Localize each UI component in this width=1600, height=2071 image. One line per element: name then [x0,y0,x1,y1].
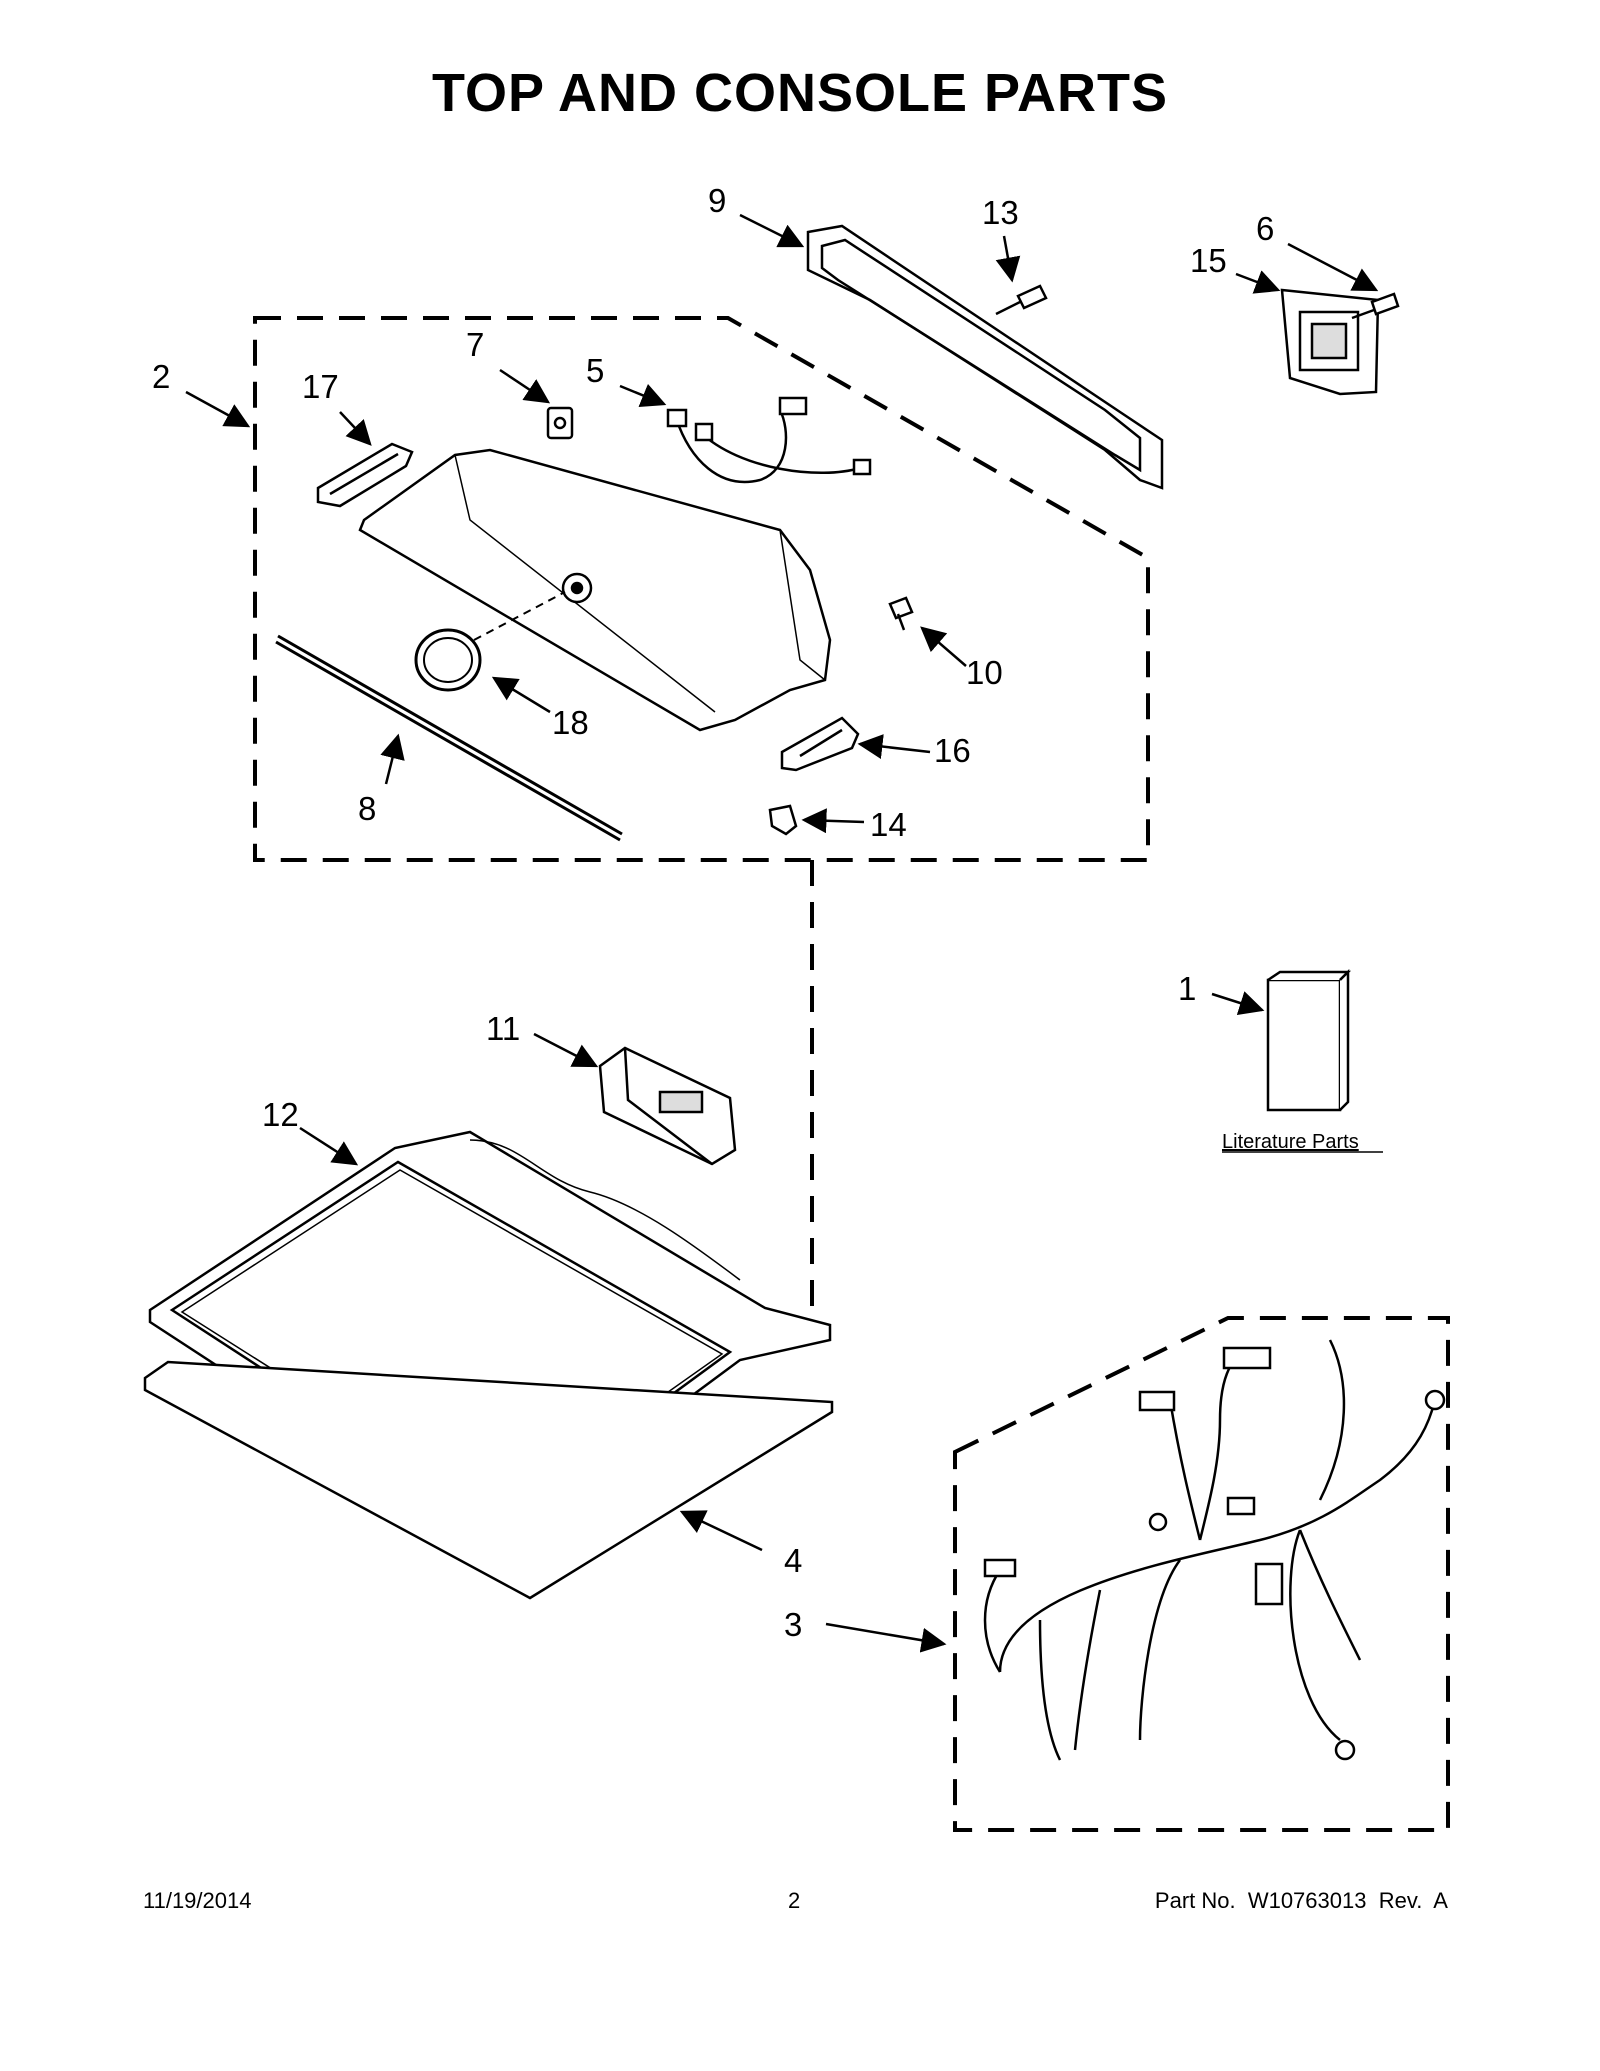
callout-12: 12 [262,1096,299,1133]
control-board-11 [598,1046,737,1166]
callout-1: 1 [1178,970,1196,1007]
bracket-17 [316,442,414,508]
wiring-5 [666,396,872,484]
console-group-outline [253,316,1150,862]
console-back-panel [806,224,1164,490]
footer-page-number: 2 [788,1888,801,1913]
callout-7: 7 [466,326,484,363]
callout-14: 14 [870,806,907,843]
bracket-15 [1280,288,1380,396]
knob-ring-18 [414,591,566,692]
clip-14 [768,804,798,836]
callout-13: 13 [982,194,1019,231]
literature-label: Literature Parts [1222,1131,1359,1153]
callout-18: 18 [552,704,589,741]
panel-4 [143,1360,834,1600]
callout-15: 15 [1190,242,1227,279]
footer-date: 11/19/2014 [143,1888,252,1913]
callout-5: 5 [586,352,604,389]
callout-10: 10 [966,654,1003,691]
callout-9: 9 [708,182,726,219]
wire-harness-3 [983,1339,1446,1761]
page-title: TOP AND CONSOLE PARTS [431,63,1169,123]
callout-17: 17 [302,368,339,405]
screw-10 [888,596,914,631]
harness-group-outline [953,1316,1450,1832]
callout-4: 4 [784,1542,802,1579]
callout-3: 3 [784,1606,802,1643]
leader-arrows [185,213,1379,1653]
clip-7 [546,406,574,440]
callout-6: 6 [1256,210,1274,247]
callout-8: 8 [358,790,376,827]
callout-16: 16 [934,732,971,769]
callout-2: 2 [152,358,170,395]
trim-strip-8 [275,634,623,842]
callout-11: 11 [486,1010,520,1047]
console-body [358,448,832,732]
screw-13 [995,284,1048,316]
screw-6 [1351,292,1400,320]
literature-booklet-1 [1266,968,1352,1112]
footer-part-number: Part No. W10763013 Rev. A [1154,1888,1448,1913]
hinge-16 [780,716,860,772]
